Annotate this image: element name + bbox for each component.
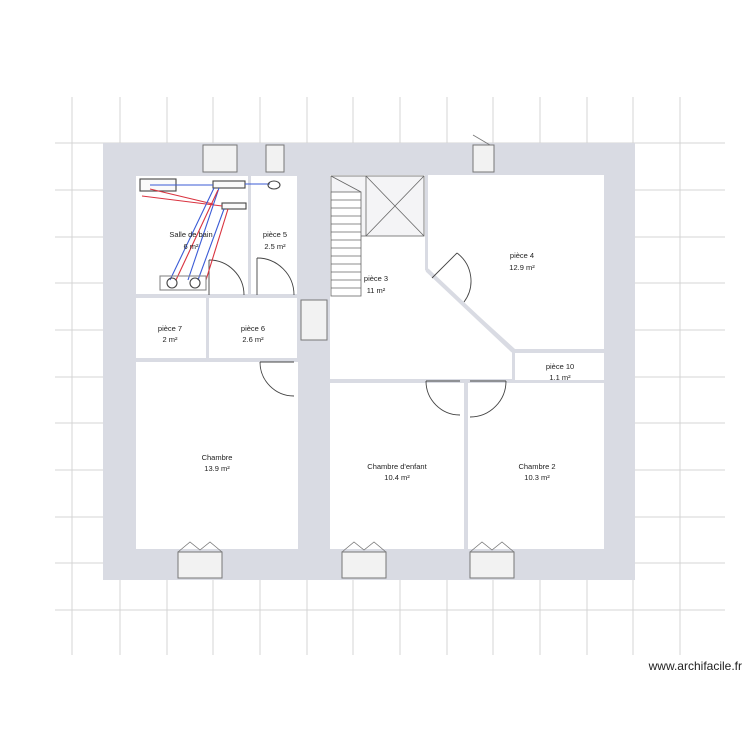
room-area-chambre-2: 10.3 m² [524, 473, 550, 482]
room-area-piece-5: 2.5 m² [264, 242, 286, 251]
room-name-chambre-enfant: Chambre d'enfant [367, 462, 427, 471]
room-area-piece-3: 11 m² [367, 286, 386, 295]
room-area-chambre-enfant: 10.4 m² [384, 473, 410, 482]
watermark: www.archifacile.fr [648, 659, 742, 673]
room-labels: Salle de bain 6 m² pièce 5 2.5 m² pièce … [158, 230, 574, 482]
room-name-piece-6: pièce 6 [241, 324, 265, 333]
windows [177, 144, 515, 579]
room-name-chambre-2: Chambre 2 [518, 462, 555, 471]
room-floors [136, 175, 604, 549]
room-area-piece-7: 2 m² [163, 335, 179, 344]
room-name-piece-10: pièce 10 [546, 362, 574, 371]
room-name-piece-5: pièce 5 [263, 230, 287, 239]
room-name-piece-7: pièce 7 [158, 324, 182, 333]
doors [208, 252, 507, 418]
room-area-piece-10: 1.1 m² [549, 373, 571, 382]
room-name-piece-4: pièce 4 [510, 251, 534, 260]
room-area-piece-6: 2.6 m² [242, 335, 264, 344]
room-area-salle-de-bain: 6 m² [184, 242, 200, 251]
bathroom-plumbing [139, 178, 281, 291]
room-name-salle-de-bain: Salle de bain [169, 230, 212, 239]
room-name-piece-3: pièce 3 [364, 274, 388, 283]
room-area-chambre: 13.9 m² [204, 464, 230, 473]
staircase [330, 175, 425, 297]
window-openings [177, 134, 515, 553]
room-area-piece-4: 12.9 m² [509, 263, 535, 272]
room-name-chambre: Chambre [202, 453, 233, 462]
